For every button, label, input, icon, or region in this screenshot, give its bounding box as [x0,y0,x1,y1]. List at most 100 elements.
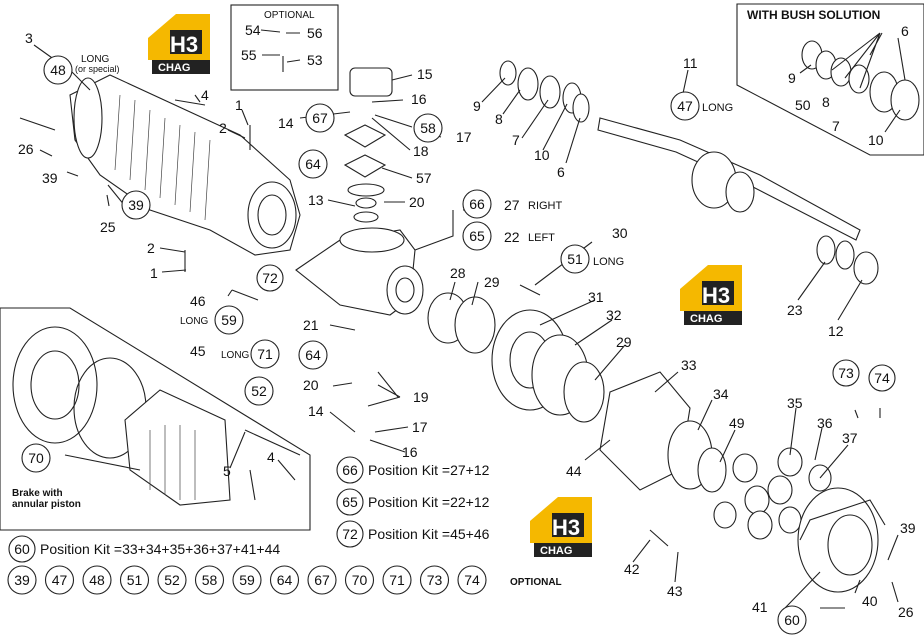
svg-text:73: 73 [838,365,854,381]
callout-64: 64 [298,149,328,179]
svg-text:32: 32 [606,307,622,323]
optional-box-title: OPTIONAL [264,10,315,21]
svg-text:27: 27 [504,197,520,213]
optional-callout-label: 47 [52,572,68,588]
svg-text:59: 59 [221,312,237,328]
svg-text:58: 58 [420,120,436,136]
svg-text:Position Kit =22+12: Position Kit =22+12 [368,494,490,510]
bush-solution-box [736,3,924,156]
svg-text:9: 9 [788,70,796,86]
svg-text:13: 13 [308,192,324,208]
svg-text:33: 33 [681,357,697,373]
brand-logo-bottom: H3 CHAG [530,497,592,557]
callout-58: 58 [413,113,443,143]
svg-text:CHAG: CHAG [540,545,572,557]
svg-text:60: 60 [14,541,30,557]
svg-text:25: 25 [100,219,116,235]
svg-text:Position Kit =27+12: Position Kit =27+12 [368,462,490,478]
svg-text:RIGHT: RIGHT [528,200,563,212]
svg-text:42: 42 [624,561,640,577]
king-pin-cap-parts [343,67,393,223]
callout-73: 73 [832,359,860,387]
svg-text:17: 17 [412,419,428,435]
svg-text:64: 64 [305,156,321,172]
position-kit-legend: 66 Position Kit =27+12 65 Position Kit =… [8,456,490,563]
svg-text:67: 67 [312,110,328,126]
svg-text:39: 39 [900,520,916,536]
svg-text:9: 9 [473,98,481,114]
svg-text:4: 4 [267,449,275,465]
optional-callout-74: 74 [457,565,487,595]
svg-text:39: 39 [42,170,58,186]
optional-callout-70: 70 [344,565,375,595]
callout-74: 74 [868,364,896,392]
svg-text:19: 19 [413,389,429,405]
svg-text:7: 7 [512,132,520,148]
svg-text:17: 17 [456,129,472,145]
svg-text:10: 10 [534,147,550,163]
svg-text:6: 6 [557,164,565,180]
planet-carrier-part [797,487,886,593]
svg-text:CHAG: CHAG [690,313,722,325]
callout-47: 47 [670,91,700,121]
svg-text:71: 71 [257,346,273,362]
callout-71: 71 [250,339,280,369]
svg-text:54: 54 [245,22,261,38]
optional-callout-label: 52 [164,572,180,588]
callout-52: 52 [244,376,274,406]
callout-65: 65 [462,221,492,251]
drive-shaft-part [597,117,861,241]
bushing-part [816,235,879,285]
axle-housing-part [69,74,301,256]
svg-text:28: 28 [450,265,466,281]
svg-text:56: 56 [307,25,323,41]
optional-callout-label: 64 [277,572,293,588]
svg-text:40: 40 [862,593,878,609]
svg-text:35: 35 [787,395,803,411]
optional-callout-59: 59 [232,565,262,595]
svg-text:72: 72 [342,526,358,542]
svg-text:H3: H3 [552,515,580,540]
kit-65-row: 65 Position Kit =22+12 [336,488,490,516]
optional-callout-label: 51 [127,572,143,588]
svg-text:15: 15 [417,66,433,82]
svg-text:LONG: LONG [81,54,110,65]
optional-callout-label: 58 [202,572,218,588]
optional-callout-64: 64 [269,565,300,595]
optional-callout-52: 52 [157,565,187,595]
svg-text:H3: H3 [702,283,730,308]
callout-48: 48 [43,55,73,85]
svg-text:23: 23 [787,302,803,318]
brand-logo-top: H3 CHAG [148,14,210,74]
svg-text:1: 1 [235,97,243,113]
svg-text:LONG: LONG [180,316,209,327]
svg-text:1: 1 [150,265,158,281]
optional-callout-label: 48 [89,572,105,588]
svg-text:LONG: LONG [702,102,733,114]
optional-callout-label: 73 [427,572,443,588]
svg-text:72: 72 [262,270,278,286]
svg-text:8: 8 [495,111,503,127]
svg-text:31: 31 [588,289,604,305]
svg-text:29: 29 [616,334,632,350]
brake-title-1: Brake with [12,488,63,499]
callout-70: 70 [21,443,51,473]
callout-39: 39 [121,190,151,220]
optional-callout-51: 51 [119,565,150,595]
ring-gear-part [599,371,727,493]
svg-text:(or special): (or special) [75,64,120,74]
svg-text:18: 18 [413,143,429,159]
word-labels: LONG (or special) LONG RIGHT LEFT LONG L… [75,54,733,361]
optional-callout-39: 39 [7,565,37,595]
svg-text:LEFT: LEFT [528,232,555,244]
svg-text:55: 55 [241,47,257,63]
steering-knuckle-part [295,227,424,316]
shaft-seals-part [499,60,590,123]
svg-text:2: 2 [147,240,155,256]
svg-text:53: 53 [307,52,323,68]
kit-72-row: 72 Position Kit =45+46 [336,520,490,548]
svg-text:39: 39 [128,197,144,213]
svg-text:46: 46 [190,293,206,309]
svg-text:66: 66 [469,196,485,212]
